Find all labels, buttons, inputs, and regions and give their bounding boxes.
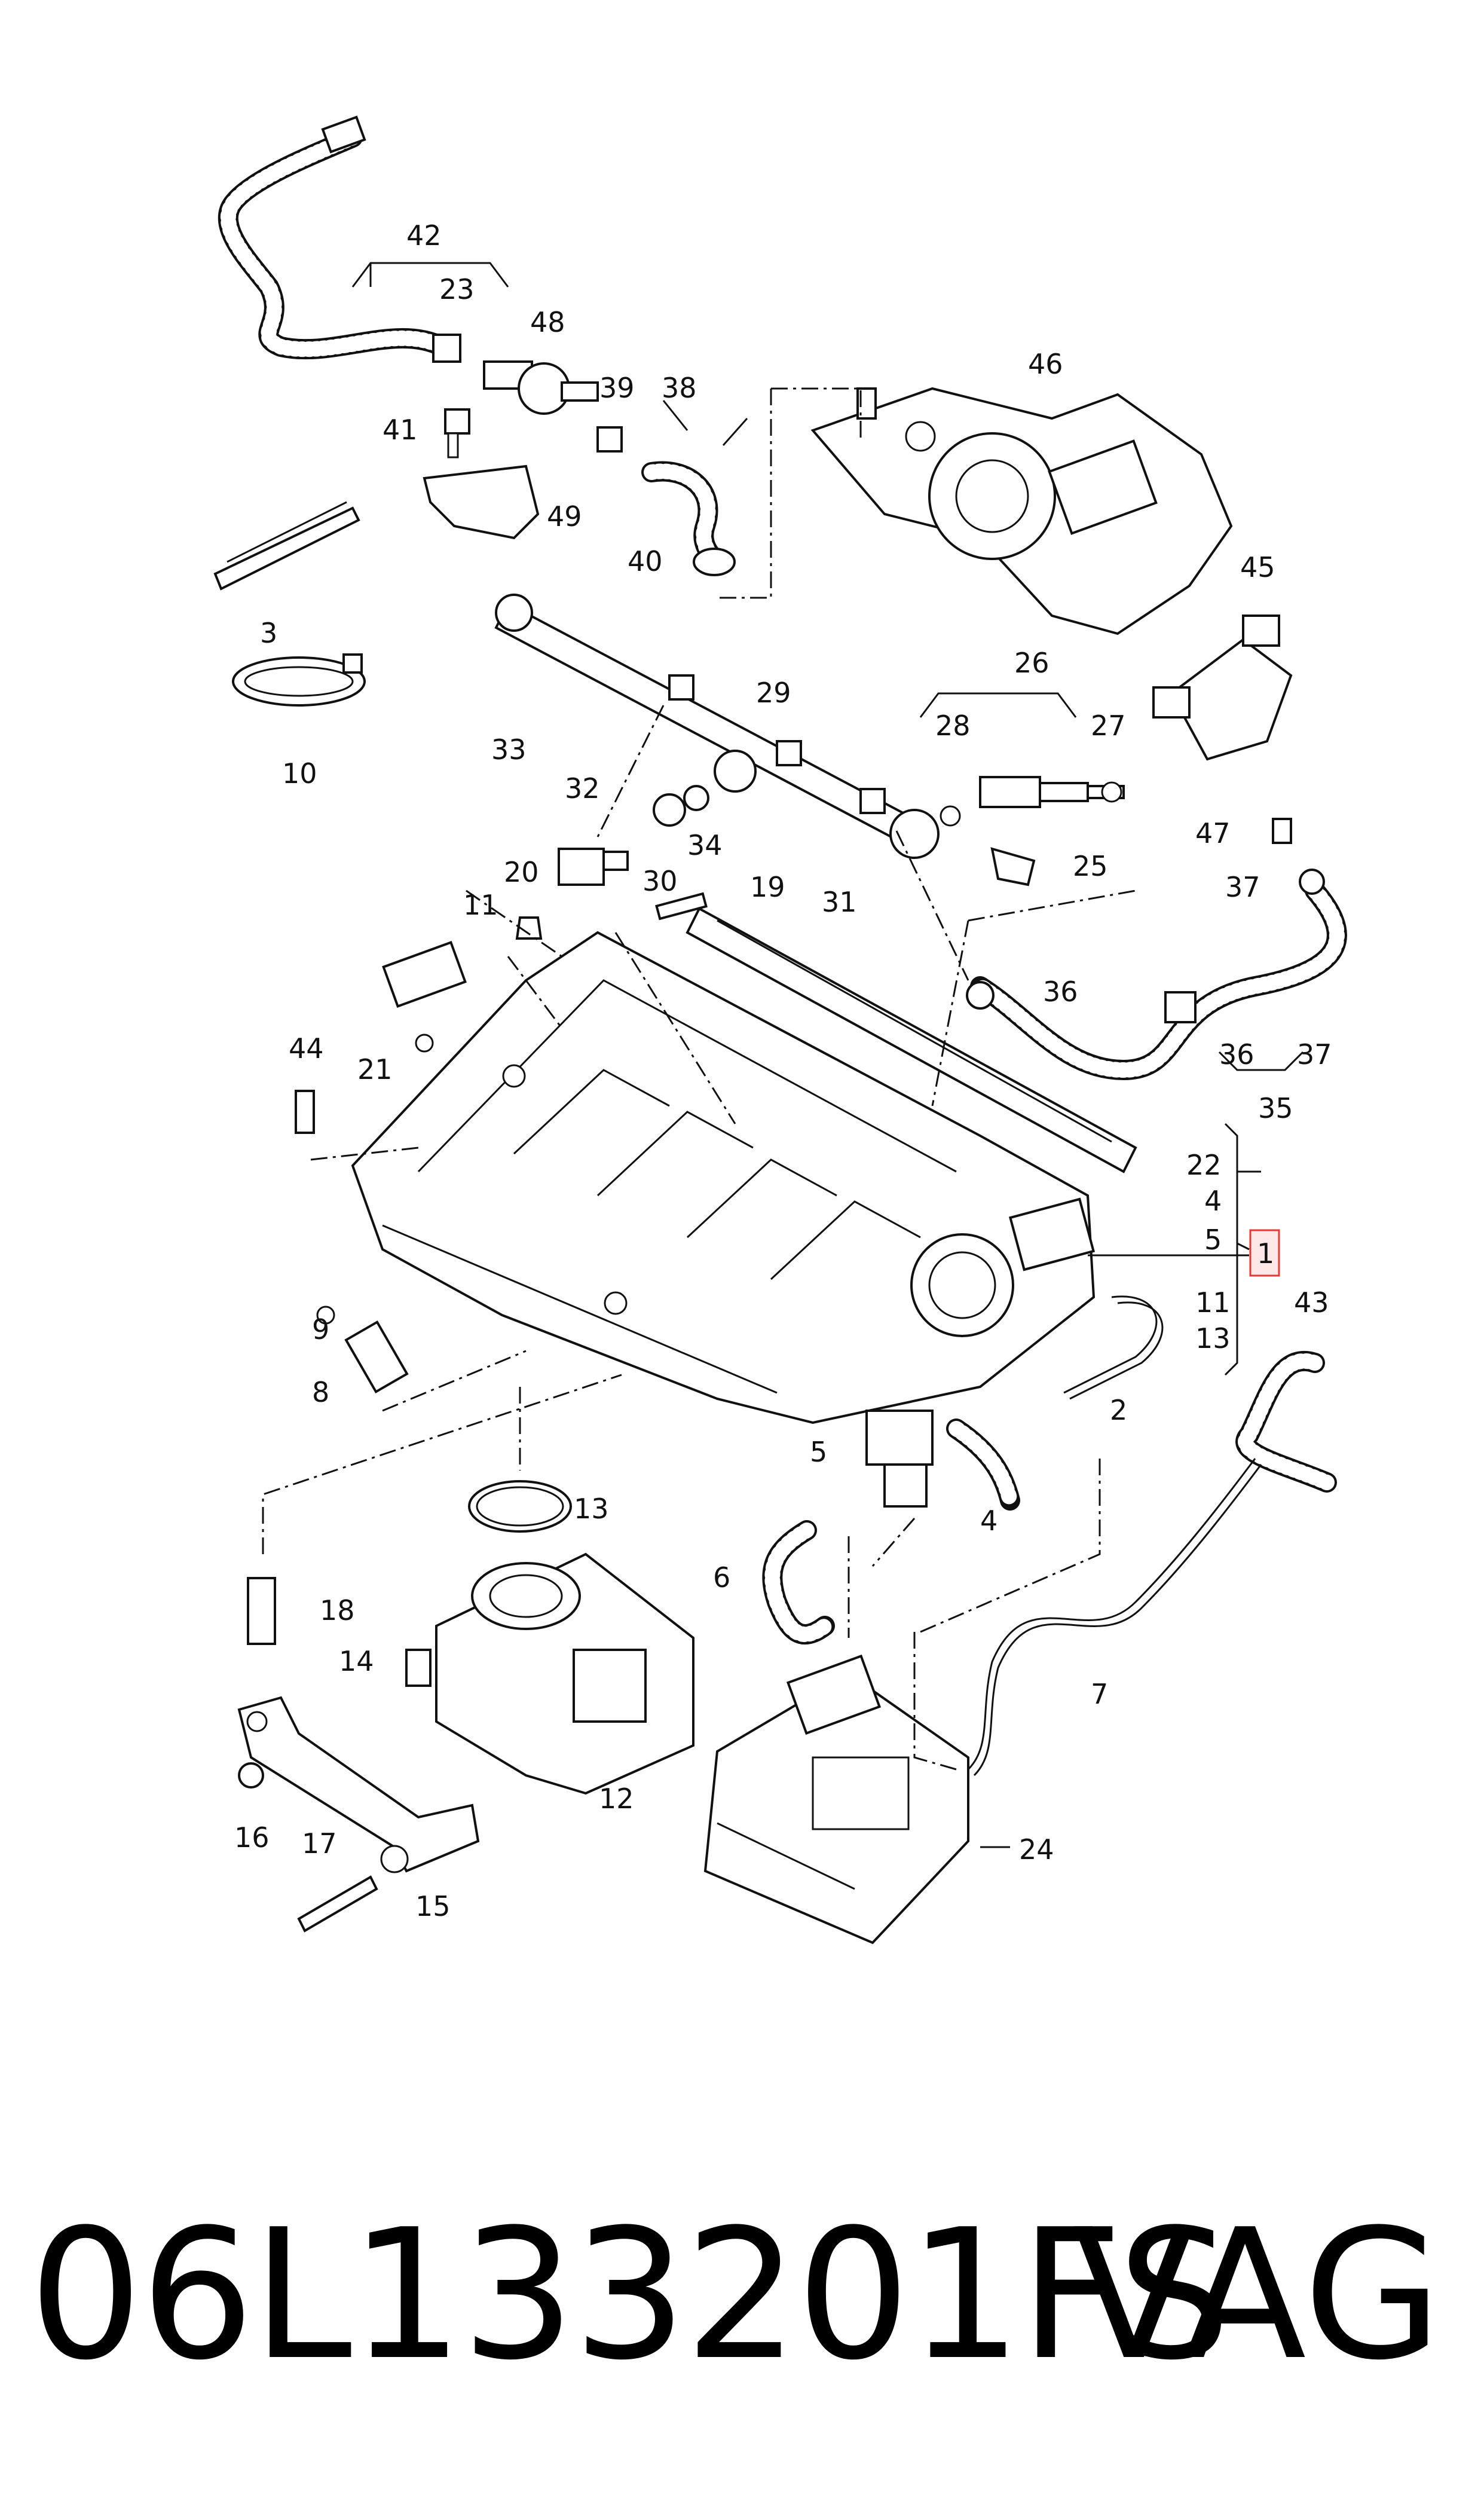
callout-label: 26 [1014, 647, 1049, 679]
callout-label: 28 [935, 710, 971, 742]
callout-label: 31 [822, 886, 857, 918]
callout-label: 27 [1091, 710, 1126, 742]
callout-label: 11 [1195, 1286, 1231, 1319]
footer: 06L133201FS VAG [0, 2176, 1484, 2415]
callout-label: 43 [1294, 1286, 1329, 1319]
callout-label: 13 [574, 1493, 609, 1525]
callout-label: 9 [312, 1313, 329, 1346]
callout-label: 6 [713, 1561, 730, 1594]
callout-label: 45 [1240, 551, 1275, 583]
injector-26 [940, 776, 1125, 886]
callout-label: 2 [1110, 1394, 1127, 1426]
callout-label: 15 [415, 1890, 451, 1922]
callout-label: 41 [383, 414, 418, 446]
callout-label: 35 [1258, 1092, 1293, 1124]
hose-38 [596, 426, 736, 576]
callout-label: 36 [1043, 976, 1078, 1008]
brand-label: VAG [1072, 2191, 1442, 2399]
callout-label: 23 [439, 273, 475, 305]
callout-label: 16 [234, 1821, 270, 1854]
parts-diagram: 42 23 48 39 38 41 49 3 40 46 10 33 29 26… [213, 115, 1347, 1945]
callout-label: 49 [547, 500, 582, 533]
intake-manifold-1 [351, 931, 1096, 1424]
callout-label: 37 [1297, 1038, 1332, 1071]
part-number: 06L133201FS [29, 2191, 1231, 2399]
bracket-15 [237, 1577, 480, 1933]
valve-5 [865, 1410, 1020, 1511]
callout-label: 17 [302, 1827, 337, 1860]
small-sensors [295, 941, 467, 1394]
callout-label: 20 [504, 856, 539, 888]
callout-label: 13 [1195, 1322, 1231, 1355]
leader-lines [351, 262, 1304, 1848]
callout-label: 11 [463, 889, 498, 921]
callout-label: 30 [642, 865, 678, 897]
callout-label: 40 [628, 545, 663, 577]
callout-label: 3 [260, 617, 277, 649]
callout-label: 44 [289, 1032, 324, 1065]
gasket-22 [686, 907, 1137, 1173]
highlight-box [1249, 1229, 1280, 1277]
hose-6 [762, 1520, 835, 1645]
callout-label: 21 [357, 1053, 393, 1086]
breather-hose-assembly [218, 115, 599, 540]
callout-label: 4 [980, 1505, 998, 1537]
hose-43 [1235, 1351, 1337, 1493]
callout-label: 22 [1186, 1149, 1222, 1181]
callout-label: 7 [1091, 1678, 1108, 1710]
callout-label: 32 [565, 772, 600, 805]
resonator-24 [703, 1654, 969, 1945]
callout-label: 1 [1257, 1237, 1274, 1270]
callout-label: 24 [1019, 1833, 1054, 1866]
hose-35 [966, 869, 1347, 1081]
callout-label: 19 [750, 871, 785, 903]
callout-label: 29 [756, 677, 791, 709]
line-7 [967, 1458, 1262, 1777]
callout-label: 42 [406, 219, 442, 252]
callout-label: 5 [810, 1436, 827, 1468]
callout-label: 10 [282, 757, 317, 790]
cable-tie-and-clamp [213, 501, 366, 707]
callout-label: 34 [687, 829, 723, 861]
callout-label: 5 [1204, 1224, 1222, 1256]
callout-label: 48 [530, 306, 565, 338]
assembly-lines [262, 387, 1136, 1771]
callout-label: 33 [491, 733, 527, 766]
throttle-body-12 [405, 1552, 694, 1795]
callout-label: 4 [1204, 1185, 1222, 1217]
o-ring-13 [468, 1480, 572, 1533]
callout-label: 47 [1195, 817, 1231, 849]
fuel-rail-29 [494, 594, 940, 859]
sensors-group [515, 785, 709, 940]
callout-label: 12 [599, 1783, 634, 1815]
callout-label: 18 [320, 1594, 355, 1627]
high-pressure-pump-45 [1152, 615, 1293, 844]
callout-label: 39 [599, 372, 635, 404]
callout-label: 36 [1219, 1038, 1254, 1071]
engine-cover-46 [810, 387, 1233, 635]
callout-label: 14 [339, 1645, 374, 1677]
line-2 [1063, 1295, 1164, 1400]
callout-label: 8 [312, 1376, 329, 1408]
callout-label: 25 [1073, 850, 1108, 882]
callout-labels: 42 23 48 39 38 41 49 3 40 46 10 33 29 26… [234, 219, 1332, 1922]
callout-label: 46 [1028, 348, 1063, 380]
callout-label: 38 [662, 372, 697, 404]
callout-label: 37 [1225, 871, 1260, 903]
